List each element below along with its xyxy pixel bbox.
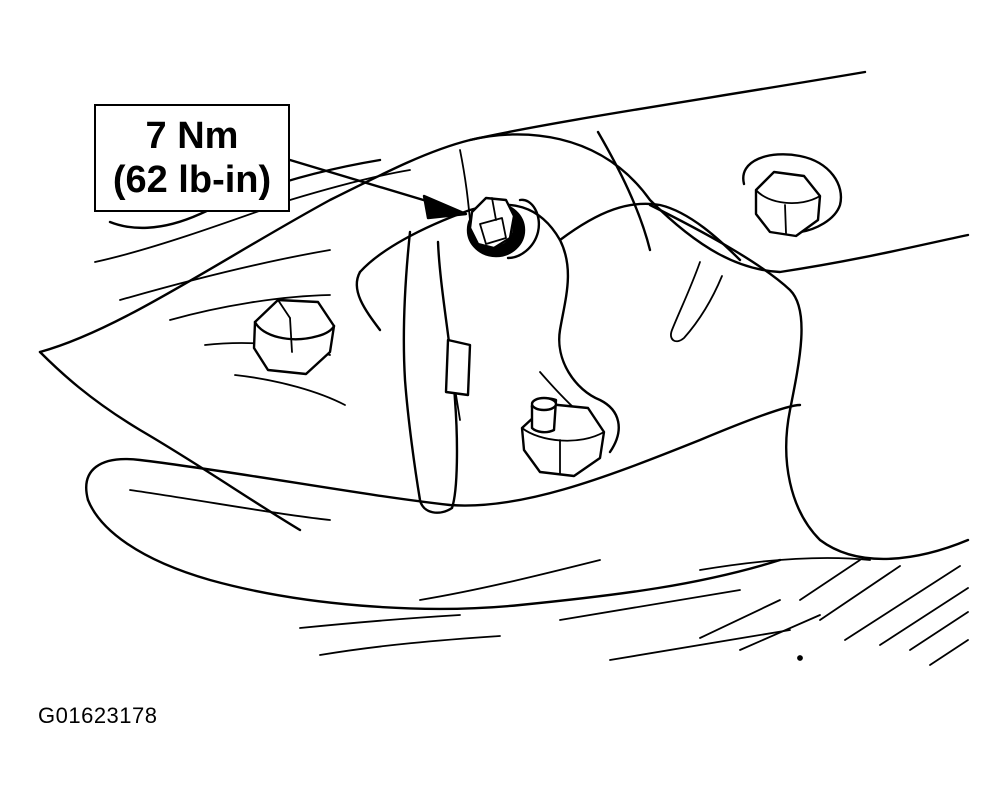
hex-bolt-upper-right bbox=[742, 153, 843, 238]
torque-callout-box: 7 Nm (62 lb-in) bbox=[94, 104, 290, 212]
callout-leader bbox=[288, 158, 468, 220]
bracket-plate bbox=[355, 130, 970, 561]
figure-id-label: G01623178 bbox=[38, 703, 158, 728]
nut-lower-center bbox=[520, 396, 606, 478]
torque-metric-label: 7 Nm bbox=[145, 115, 239, 157]
shading-hatch bbox=[699, 559, 969, 666]
sensor-wire bbox=[402, 230, 472, 514]
hex-bolt-left bbox=[252, 298, 336, 376]
exhaust-pipe bbox=[85, 403, 871, 661]
oxygen-sensor bbox=[466, 196, 541, 260]
torque-imperial-label: (62 lb-in) bbox=[112, 159, 272, 201]
